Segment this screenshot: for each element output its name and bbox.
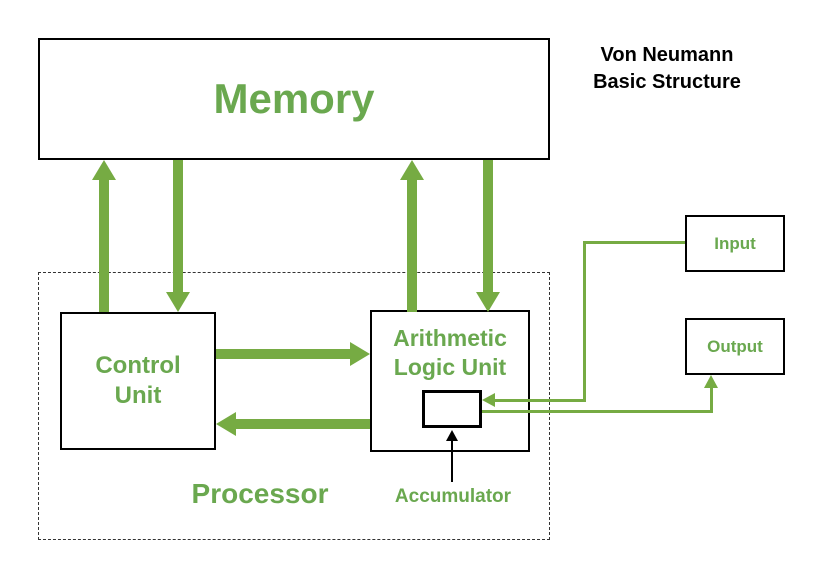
arrow-body bbox=[216, 349, 350, 359]
memory-label: Memory bbox=[213, 75, 375, 122]
arrow-head bbox=[482, 393, 495, 407]
accumulator-box bbox=[422, 390, 482, 428]
alu-label: Arithmetic Logic Unit bbox=[393, 325, 507, 380]
arrow-head bbox=[400, 160, 424, 180]
line-segment bbox=[710, 387, 713, 413]
line-segment bbox=[583, 241, 586, 402]
input-box: Input bbox=[685, 215, 785, 272]
control-unit-label: Control Unit bbox=[95, 352, 181, 409]
diagram-title-line1: Von Neumann bbox=[600, 44, 734, 66]
arrow-head bbox=[704, 375, 718, 388]
arrow-body bbox=[236, 419, 370, 429]
arrow-body bbox=[99, 179, 109, 312]
diagram-title-line2: Basic Structure bbox=[593, 71, 741, 93]
arrow-head bbox=[166, 292, 190, 312]
processor-label: Processor bbox=[191, 478, 329, 509]
output-label: Output bbox=[707, 336, 763, 356]
line-segment bbox=[495, 399, 586, 402]
arrow-head bbox=[92, 160, 116, 180]
control-unit-box: Control Unit bbox=[60, 312, 216, 450]
arrow-body bbox=[173, 160, 183, 293]
line-segment bbox=[451, 441, 453, 482]
arrow-head bbox=[216, 412, 236, 436]
memory-box: Memory bbox=[38, 38, 550, 160]
arrow-head bbox=[446, 430, 458, 441]
arrow-body bbox=[483, 160, 493, 293]
output-box: Output bbox=[685, 318, 785, 375]
diagram-title: Von Neumann Basic Structure bbox=[547, 42, 787, 96]
processor-region-box bbox=[38, 272, 550, 540]
arrow-head bbox=[350, 342, 370, 366]
line-segment bbox=[482, 410, 713, 413]
arrow-head bbox=[476, 292, 500, 312]
accumulator-label: Accumulator bbox=[394, 486, 512, 507]
line-segment bbox=[583, 241, 685, 244]
input-label: Input bbox=[714, 233, 756, 253]
alu-box: Arithmetic Logic Unit bbox=[370, 310, 530, 452]
arrow-body bbox=[407, 179, 417, 312]
